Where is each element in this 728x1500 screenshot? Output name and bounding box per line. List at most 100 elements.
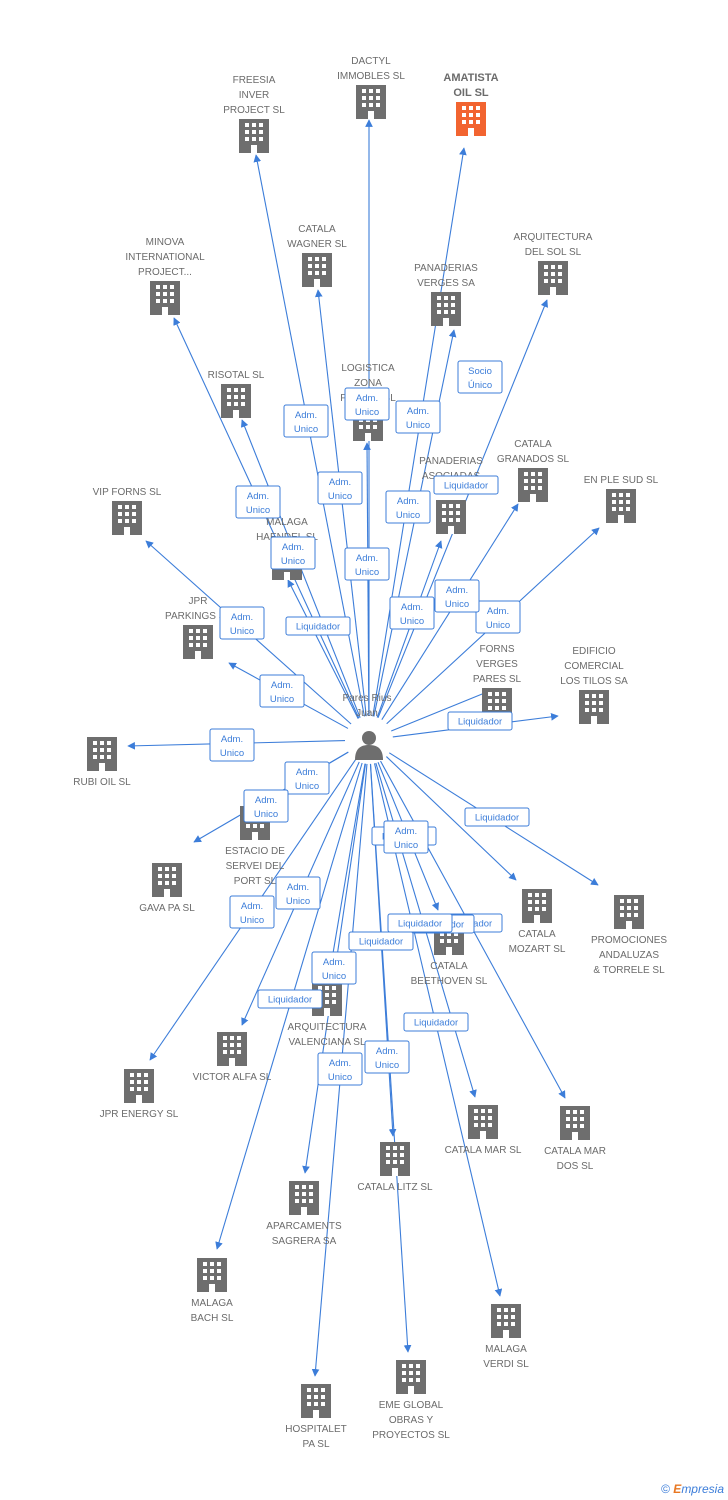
role-tag-arquitectura-sol[interactable]: Adm.Unico — [385, 490, 431, 524]
role-tag-jpr-energy[interactable]: Adm.Unico — [229, 895, 275, 929]
company-label-line: BEETHOVEN SL — [411, 976, 488, 987]
company-node-catala-litz[interactable]: CATALA LITZ SL — [357, 1142, 433, 1193]
role-tag-malaga-haendel[interactable]: Liquidador — [285, 616, 351, 636]
company-label-line: DOS SL — [557, 1161, 594, 1172]
company-node-victor-alfa[interactable]: VICTOR ALFA SL — [193, 1032, 272, 1083]
building-icon — [356, 85, 386, 119]
copyright-notice: © Empresia — [661, 1482, 724, 1496]
role-tag-text: Adm. — [356, 553, 378, 564]
role-tag-forns-verges[interactable]: Adm.Unico — [434, 579, 480, 613]
company-label-line: AMATISTA — [443, 72, 498, 84]
role-tag-catala-litz[interactable]: Adm.Unico — [364, 1040, 410, 1074]
role-tag-eme-global[interactable]: Liquidador — [387, 913, 453, 933]
role-tag-malaga-bach[interactable]: Liquidador — [348, 931, 414, 951]
company-label-line: CATALA MAR SL — [445, 1145, 522, 1156]
building-icon — [518, 468, 548, 502]
role-tag-text: Adm. — [221, 734, 243, 745]
role-tag-vip-forns[interactable]: Adm.Unico — [219, 606, 265, 640]
company-label-line: JPR ENERGY SL — [100, 1109, 179, 1120]
role-tag-text: Adm. — [407, 406, 429, 417]
company-label-line: MALAGA — [266, 517, 308, 528]
company-node-catala-mar-dos[interactable]: CATALA MAR DOS SL — [544, 1106, 606, 1172]
building-icon — [302, 253, 332, 287]
role-tag-catala-granados[interactable]: Liquidador — [433, 475, 499, 495]
building-icon — [217, 1032, 247, 1066]
company-node-vip-forns[interactable]: VIP FORNS SL — [93, 487, 162, 535]
company-node-catala-mar[interactable]: CATALA MAR SL — [445, 1105, 522, 1156]
role-tag-victor-alfa[interactable]: Adm.Unico — [275, 876, 321, 910]
company-label-line: SAGRERA SA — [272, 1236, 337, 1247]
company-node-risotal[interactable]: RISOTAL SL — [208, 370, 265, 418]
role-tag-edificio[interactable]: Liquidador — [447, 711, 513, 731]
person-name-line-1: Pares Rius — [343, 693, 392, 704]
role-tag-estacio[interactable]: Adm.Unico — [284, 761, 330, 795]
company-label-line: ARQUITECTURA — [288, 1022, 367, 1033]
role-tag-malaga-verdi[interactable]: Adm.Unico — [383, 820, 429, 854]
role-tag-risotal[interactable]: Adm.Unico — [270, 536, 316, 570]
role-tag-logistica[interactable]: Adm. Unico — [344, 547, 390, 581]
role-tag-jpr-parkings[interactable]: Adm.Unico — [259, 674, 305, 708]
building-icon — [614, 895, 644, 929]
role-tag-gava-pa[interactable]: Adm.Unico — [243, 789, 289, 823]
role-tag-text: Unico — [220, 748, 244, 759]
role-tag-minova[interactable]: Adm.Unico — [235, 485, 281, 519]
role-tag-panaderias-asociadas[interactable]: Adm.Unico — [389, 596, 435, 630]
company-label-line: OBRAS Y — [389, 1415, 434, 1426]
person-name-line-2: Juan — [356, 708, 378, 719]
role-tag-text: Adm. — [401, 602, 423, 613]
role-tag-hospitalet[interactable]: Adm.Unico — [317, 1052, 363, 1086]
company-node-minova[interactable]: MINOVAINTERNATIONALPROJECT... — [125, 237, 205, 315]
building-icon — [112, 501, 142, 535]
role-tag-rubi-oil[interactable]: Adm. Unico — [209, 728, 255, 762]
role-tag-dactyl[interactable]: Adm.Unico — [344, 387, 390, 421]
building-icon — [221, 384, 251, 418]
company-node-gava-pa[interactable]: GAVA PA SL — [139, 863, 195, 914]
role-tag-catala-wagner[interactable]: Adm.Unico — [317, 471, 363, 505]
building-icon — [431, 292, 461, 326]
role-tag-text: Unico — [355, 567, 379, 578]
company-label-line: CATALA LITZ SL — [357, 1182, 433, 1193]
role-tag-catala-mar[interactable]: Liquidador — [403, 1012, 469, 1032]
company-node-jpr-energy[interactable]: JPR ENERGY SL — [100, 1069, 179, 1120]
role-tag-text: Unico — [396, 510, 420, 521]
role-tag-en-ple-sud[interactable]: Adm.Unico — [475, 600, 521, 634]
role-tag-freesia[interactable]: Adm.Unico — [283, 404, 329, 438]
role-tag-amatista[interactable]: Adm.Unico — [395, 400, 441, 434]
role-tag-aparcaments[interactable]: Adm.Unico — [311, 951, 357, 985]
company-label-line: EME GLOBAL — [379, 1400, 444, 1411]
role-tag-text: Único — [468, 380, 492, 391]
role-tag-arquitectura-valenciana[interactable]: Liquidador — [257, 989, 323, 1009]
person-node[interactable]: Pares Rius Juan — [343, 693, 392, 760]
role-tag-text: Liquidador — [359, 937, 403, 948]
role-tag-text: Adm. — [247, 491, 269, 502]
company-label-line: CATALA MAR — [544, 1146, 606, 1157]
building-icon — [239, 119, 269, 153]
role-tag-text: Adm. — [241, 901, 263, 912]
company-label-line: CATALA — [298, 224, 336, 235]
company-node-en-ple-sud[interactable]: EN PLE SUD SL — [584, 475, 659, 523]
company-node-rubi-oil[interactable]: RUBI OIL SL — [73, 737, 131, 788]
role-tag-promociones[interactable]: Liquidador — [464, 807, 530, 827]
